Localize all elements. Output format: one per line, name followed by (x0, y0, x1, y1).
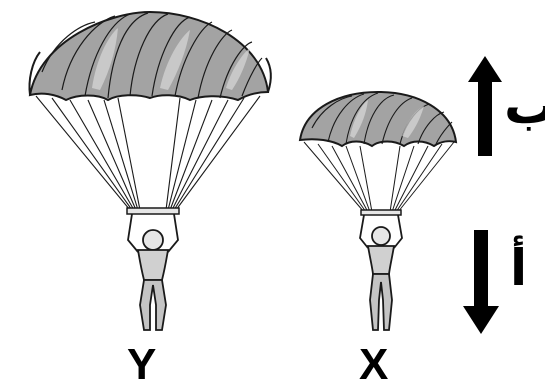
parachutist-y (127, 213, 179, 331)
down-arrow-label: أ (510, 239, 528, 297)
parachute-x (298, 90, 458, 331)
up-arrow (468, 56, 502, 156)
down-arrow (463, 230, 499, 334)
label-x: X (359, 340, 389, 389)
label-y: Y (127, 340, 157, 389)
parachute-y (28, 10, 272, 331)
parachutist-x (359, 214, 403, 331)
up-arrow-label: ب (504, 76, 545, 136)
parachute-x-canopy (298, 90, 458, 148)
